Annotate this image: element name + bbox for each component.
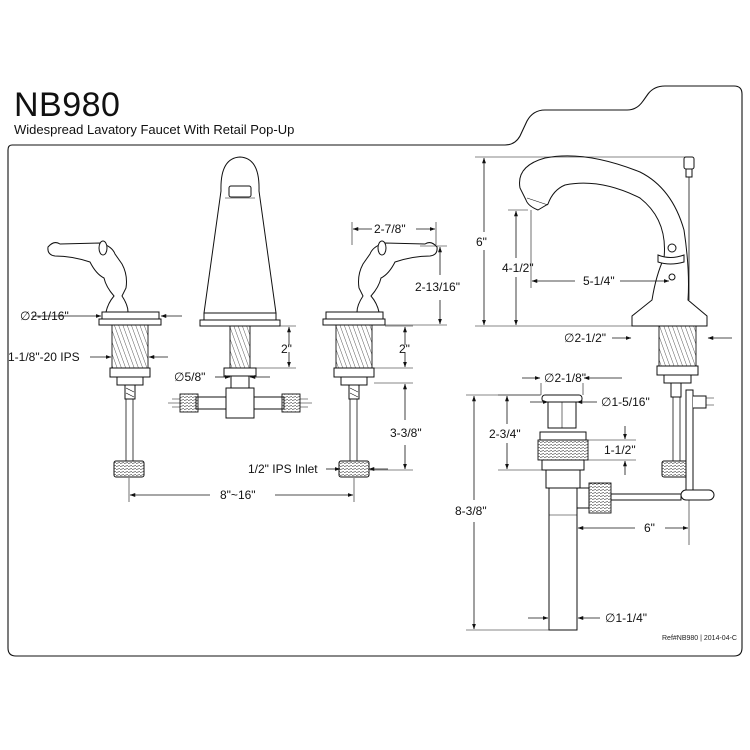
label-handle-base-diameter: ∅2-1/16": [20, 309, 69, 323]
label-spout-shank-length: 2": [281, 342, 292, 356]
label-spout-height: 6": [476, 235, 487, 249]
label-drain-upper-height: 2-3/4": [489, 427, 521, 441]
label-lift-rod-offset: 6": [644, 521, 655, 535]
label-handle-thread: 1-1/8"-20 IPS: [8, 350, 80, 364]
drain-assembly: [537, 394, 715, 631]
model-number: NB980: [14, 86, 121, 124]
label-handle-shank-length: 2": [399, 342, 410, 356]
reference-code: Ref#NB980 | 2014-04-C: [662, 635, 737, 642]
label-spout-base-diameter: ∅2-1/2": [564, 331, 606, 345]
label-inlet-height: 3-3/8": [390, 426, 422, 440]
dimension-lines: [32, 156, 732, 631]
product-description: Widespread Lavatory Faucet With Retail P…: [14, 122, 295, 137]
label-drain-total-height: 8-3/8": [455, 504, 487, 518]
label-drain-stopper-diameter: ∅1-5/16": [601, 395, 650, 409]
right-handle-assembly: [322, 240, 438, 478]
label-handle-height: 2-13/16": [415, 280, 460, 294]
label-drain-collar-height: 1-1/2": [604, 443, 636, 457]
label-spout-outlet-height: 4-1/2": [502, 261, 534, 275]
label-handle-width: 2-7/8": [374, 222, 406, 236]
label-tailpiece-diameter: ∅1-1/4": [605, 611, 647, 625]
left-handle-assembly: [47, 240, 162, 478]
spout-assembly: [168, 156, 312, 419]
label-spout-reach: 5-1/4": [583, 274, 615, 288]
side-spout-assembly: [519, 155, 714, 501]
label-drain-flange-diameter: ∅2-1/8": [544, 371, 586, 385]
label-inlet: 1/2" IPS Inlet: [248, 462, 318, 476]
dimension-labels: ∅2-1/16" 1-1/8"-20 IPS ∅5/8" 2" 2" 2-7/8…: [8, 222, 655, 625]
label-spread: 8"~16": [220, 488, 256, 502]
drawing-border: [7, 85, 743, 657]
label-tee-diameter: ∅5/8": [174, 370, 205, 384]
